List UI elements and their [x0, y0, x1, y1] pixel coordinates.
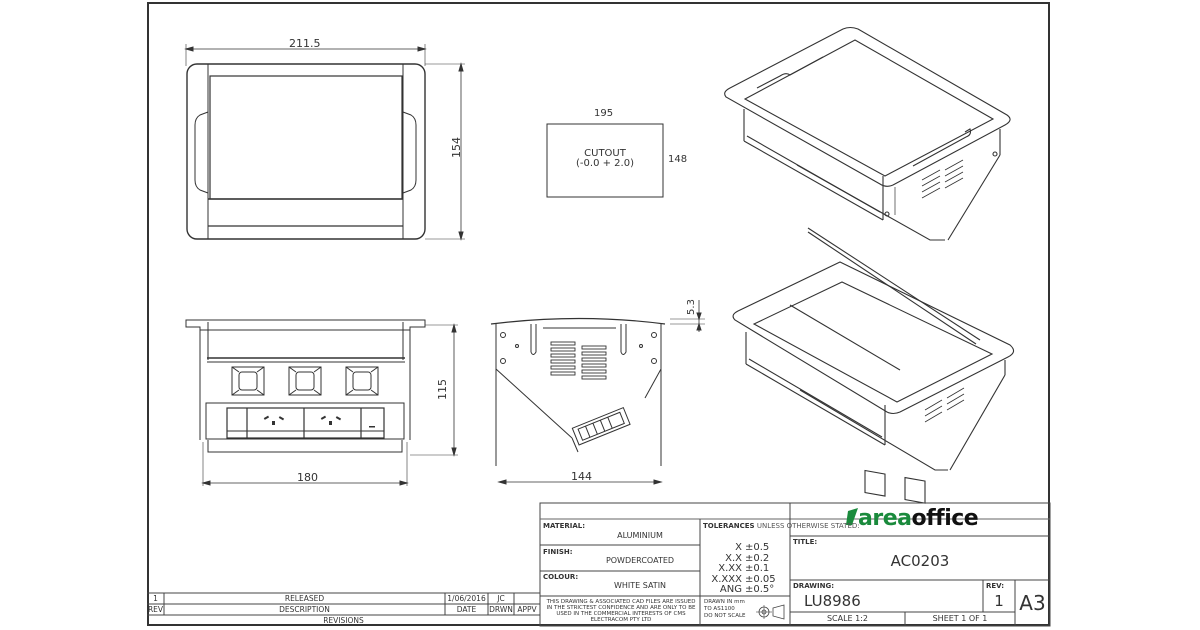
top-view: [184, 44, 465, 241]
header-drwn: DRWN: [489, 605, 513, 614]
isometric-view-open: [732, 227, 1015, 504]
title-block-grid: [147, 502, 1051, 627]
sheet-size: A3: [1019, 591, 1046, 615]
finish-value: POWDERCOATED: [605, 556, 675, 565]
title-value: AC0203: [890, 552, 950, 570]
tolerances-heading-rest: UNLESS OTHERWISE STATED:: [754, 522, 860, 530]
tolerance-row: X.XX±0.1: [718, 563, 770, 574]
sheet-count: SHEET 1 OF 1: [932, 614, 988, 623]
tolerance-row: X.X±0.2: [725, 552, 770, 564]
areaoffice-logo: areaoffice: [858, 506, 979, 531]
isometric-view-closed: [724, 26, 1011, 241]
drawing-number: LU8986: [804, 592, 861, 610]
material-value: ALUMINIUM: [617, 531, 663, 540]
revision-drwn: JC: [497, 594, 505, 603]
tolerance-row: ANG±0.5°: [719, 584, 775, 595]
units-note-2: TO AS1100: [704, 606, 735, 612]
cutout-view: [546, 123, 664, 198]
dim-top-width: 211.5: [289, 37, 321, 50]
front-view: [185, 319, 458, 486]
dim-side-lip: 5.3: [685, 299, 697, 315]
revision-rev: 1: [153, 594, 158, 603]
logo-mark-icon: [846, 508, 858, 525]
logo-text-area: area: [858, 506, 912, 531]
side-view: [490, 300, 705, 485]
dim-side-width: 144: [571, 470, 592, 483]
colour-value: WHITE SATIN: [613, 581, 667, 590]
dim-cutout-width: 195: [594, 108, 614, 119]
units-note-3: DO NOT SCALE: [704, 613, 746, 619]
units-note-1: DRAWN IN mm: [704, 599, 745, 605]
tolerances-heading-bold: TOLERANCES: [703, 522, 755, 530]
dim-front-width: 180: [297, 471, 318, 484]
dim-cutout-height: 148: [668, 154, 688, 165]
revisions-title: REVISIONS: [323, 616, 364, 625]
header-rev: REV: [147, 605, 164, 614]
header-description: DESCRIPTION: [279, 605, 330, 614]
colour-label: COLOUR:: [543, 573, 579, 581]
tolerance-row: X±0.5: [735, 542, 770, 553]
tolerance-list: X±0.5 X.X±0.2 X.XX±0.1 X.XXX±0.05 ANG±0.…: [700, 542, 790, 596]
rev-value: 1: [994, 592, 1004, 610]
logo-text-office: office: [911, 506, 979, 531]
tolerance-row: X.XXX±0.05: [711, 573, 776, 585]
title-label: TITLE:: [793, 538, 818, 546]
finish-label: FINISH:: [543, 548, 573, 556]
rev-label: REV:: [986, 582, 1005, 590]
revision-date: 1/06/2016: [447, 594, 486, 603]
drawing-label: DRAWING:: [793, 582, 835, 590]
material-label: MATERIAL:: [543, 522, 586, 530]
cutout-label: CUTOUT: [584, 148, 626, 159]
tolerances-heading: TOLERANCES UNLESS OTHERWISE STATED:: [703, 522, 860, 530]
scale: SCALE 1:2: [826, 614, 869, 623]
drawing-frame: [147, 2, 1050, 626]
dim-front-height: 115: [436, 379, 449, 400]
revision-description: RELEASED: [284, 594, 325, 603]
header-appv: APPV: [517, 605, 537, 614]
dim-top-height: 154: [450, 137, 463, 158]
cutout-tolerance: (-0.0 + 2.0): [576, 158, 634, 169]
confidential-note: THIS DRAWING & ASSOCIATED CAD FILES ARE …: [546, 599, 696, 623]
header-date: DATE: [456, 605, 477, 614]
